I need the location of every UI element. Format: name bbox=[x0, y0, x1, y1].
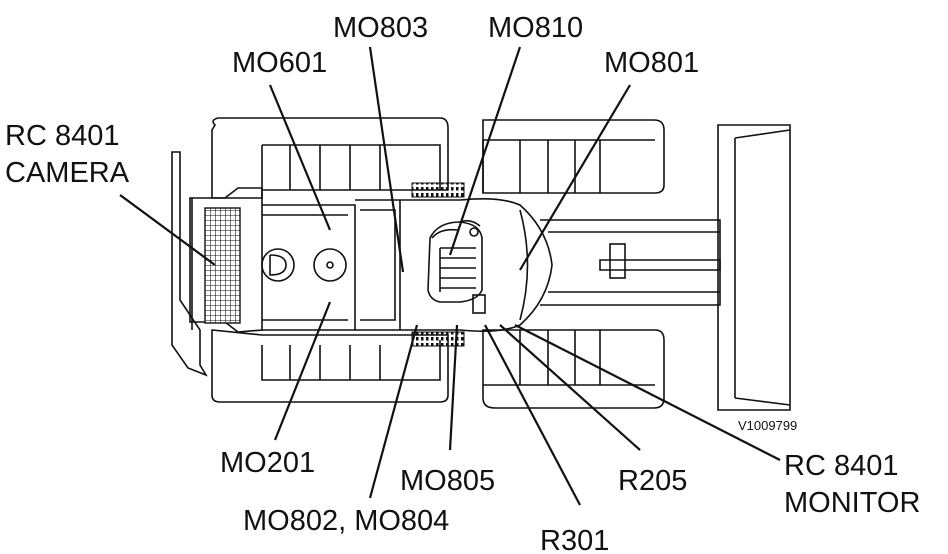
label-rc-camera-line1: RC 8401 bbox=[5, 120, 119, 152]
figure-id: V1009799 bbox=[738, 418, 797, 433]
label-mo601: MO601 bbox=[232, 47, 327, 79]
leader-rc-monitor bbox=[514, 324, 781, 461]
machine-outline bbox=[171, 117, 791, 411]
label-mo810: MO810 bbox=[488, 12, 583, 44]
label-mo201: MO201 bbox=[220, 447, 315, 479]
leader-mo802-804 bbox=[368, 324, 419, 499]
leader-mo601 bbox=[268, 84, 332, 231]
label-mo802-mo804: MO802, MO804 bbox=[243, 505, 449, 537]
label-mo805: MO805 bbox=[400, 465, 495, 497]
leader-rc-camera bbox=[119, 194, 216, 266]
label-r301: R301 bbox=[540, 525, 609, 554]
leader-mo803 bbox=[368, 46, 405, 273]
label-mo803: MO803 bbox=[333, 12, 428, 44]
label-rc-camera-line2: CAMERA bbox=[5, 157, 130, 189]
leader-r301 bbox=[484, 324, 581, 506]
label-rc-monitor-line2: MONITOR bbox=[784, 487, 920, 519]
leader-r205 bbox=[499, 324, 641, 451]
leader-mo201 bbox=[273, 301, 332, 441]
labels: MO803 MO810 MO601 MO801 RC 8401 CAMERA M… bbox=[5, 12, 920, 554]
leader-mo801 bbox=[519, 84, 631, 271]
label-r205: R205 bbox=[618, 465, 687, 497]
label-mo801: MO801 bbox=[604, 47, 699, 79]
leader-mo810 bbox=[448, 46, 522, 256]
leader-lines bbox=[119, 46, 781, 506]
label-rc-monitor-line1: RC 8401 bbox=[784, 450, 898, 482]
leader-mo805 bbox=[448, 324, 459, 451]
